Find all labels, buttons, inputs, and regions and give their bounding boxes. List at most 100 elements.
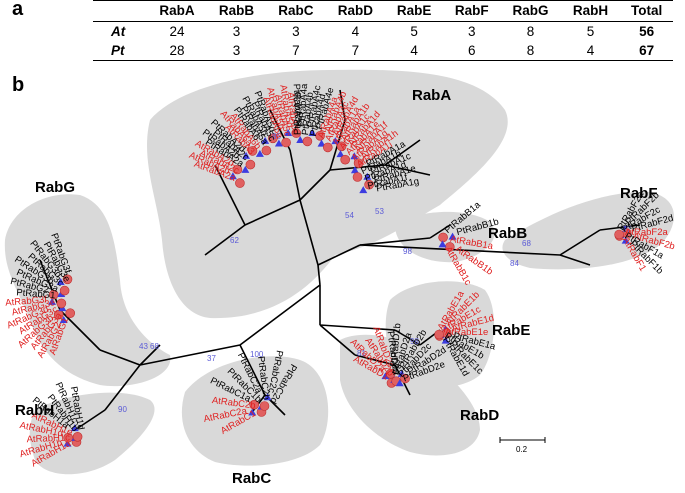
- rab-count-table: RabA RabB RabC RabD RabE RabF RabG RabH …: [93, 0, 673, 61]
- bootstrap-value: 68: [522, 239, 531, 248]
- clade-name-rabb: RabB: [488, 225, 527, 242]
- duplication-triangle-marker: [255, 149, 264, 157]
- table-cell: 3: [206, 41, 267, 61]
- clade-name-rabe: RabE: [492, 322, 530, 339]
- table-header-cell: RabA: [147, 0, 207, 22]
- leaf-label: AtRabF2a: [625, 227, 668, 238]
- table-header-row: RabA RabB RabC RabD RabE RabF RabG RabH …: [93, 0, 673, 22]
- gene-circle-marker: [434, 329, 444, 340]
- duplication-triangle-marker: [381, 372, 390, 380]
- gene-circle-marker: [302, 136, 313, 147]
- table-row: Pt 28 3 7 7 4 6 8 4 67: [93, 41, 673, 61]
- scale-bar: 0.2: [499, 437, 546, 454]
- bootstrap-value: 43: [139, 342, 148, 351]
- bootstrap-value: 54: [345, 211, 354, 220]
- table-header-cell: RabE: [385, 0, 444, 22]
- gene-circle-marker: [336, 141, 347, 152]
- gene-circle-marker: [364, 179, 374, 190]
- table-cell: 3: [232, 24, 241, 39]
- gene-circle-marker: [48, 289, 59, 300]
- duplication-triangle-marker: [263, 393, 272, 401]
- bootstrap-value: 62: [230, 236, 239, 245]
- gene-circle-marker: [245, 159, 256, 170]
- panel-a-label: a: [12, 0, 24, 20]
- table-cell: 4: [385, 41, 444, 61]
- table-header-cell: RabF: [443, 0, 501, 22]
- gene-circle-marker: [56, 298, 67, 309]
- duplication-triangle-marker: [350, 166, 359, 174]
- duplication-triangle-marker: [441, 336, 450, 344]
- clade-blob-rabd: [340, 334, 480, 456]
- clade-name-raba: RabA: [412, 87, 451, 104]
- gene-circle-marker: [352, 172, 363, 182]
- duplication-triangle-marker: [331, 137, 340, 145]
- table-header-cell: RabC: [266, 0, 326, 22]
- gene-circle-marker: [291, 128, 302, 138]
- gene-circle-marker: [315, 131, 325, 141]
- duplication-triangle-marker: [284, 128, 293, 136]
- duplication-triangle-marker: [241, 165, 250, 173]
- duplication-triangle-marker: [48, 297, 57, 305]
- clade-blob-rabf: [502, 191, 674, 270]
- gene-circle-marker: [259, 401, 270, 411]
- table-cell: 7: [325, 41, 386, 61]
- duplication-triangle-marker: [448, 232, 457, 240]
- node-markers: [48, 128, 632, 447]
- table-row: At 24 3 3 4 5 3 8 5 56: [93, 22, 673, 42]
- duplication-triangle-marker: [363, 172, 372, 180]
- clade-name-rabh: RabH: [15, 402, 54, 419]
- table-header-cell: RabH: [560, 0, 621, 22]
- duplication-triangle-marker: [296, 136, 305, 144]
- leaf-label: PtRabA4b: [300, 92, 316, 136]
- leaf-label: PtRabG1: [16, 287, 56, 301]
- table-header-cell: RabB: [206, 0, 267, 22]
- total-cell: 67: [620, 41, 673, 61]
- bootstrap-value: 81: [357, 349, 366, 358]
- bootstrap-value: 98: [403, 247, 412, 256]
- leaf-label: AtRabG3f: [5, 294, 48, 308]
- bootstrap-labels: 37 62 85 54 53 98 84 68 97 98 81 43 68 9…: [118, 132, 631, 414]
- duplication-triangle-marker: [70, 424, 79, 432]
- gene-circle-marker: [65, 308, 75, 319]
- bootstrap-value: 53: [375, 207, 384, 216]
- gene-circle-marker: [385, 368, 396, 379]
- gene-circle-marker: [63, 432, 73, 443]
- gene-circle-marker: [232, 164, 243, 175]
- duplication-triangle-marker: [438, 240, 447, 248]
- duplication-triangle-marker: [274, 139, 283, 147]
- duplication-triangle-marker: [242, 151, 251, 159]
- clade-blob-rabc: [181, 356, 329, 466]
- bootstrap-value: 90: [118, 405, 127, 414]
- gene-circle-marker: [53, 309, 64, 320]
- gene-circle-marker: [268, 133, 278, 144]
- table-header-cell: RabD: [325, 0, 386, 22]
- leaf-label: PtRabA3a: [291, 83, 304, 128]
- duplication-triangle-marker: [317, 139, 326, 147]
- gene-circle-marker: [353, 158, 364, 168]
- duplication-triangle-marker: [56, 278, 65, 286]
- clade-blob-rabh: [29, 392, 155, 475]
- table-cell: 8: [500, 41, 561, 61]
- branch-rabf: [359, 224, 641, 266]
- table-header-cell: RabG: [500, 0, 561, 22]
- table-cell: 4: [560, 41, 621, 61]
- clade-name-rabc: RabC: [232, 470, 271, 487]
- clade-name-rabd: RabD: [460, 407, 499, 424]
- bootstrap-value: 68: [150, 342, 159, 351]
- bootstrap-value: 84: [510, 259, 519, 268]
- bootstrap-value: 37: [207, 354, 216, 363]
- gene-circle-marker: [400, 373, 410, 384]
- leaf-labels: AtRabA2aAtRabA2bAtRabA2cAtRabA2dPtRabA2a…: [5, 83, 676, 470]
- branch-rabb: [317, 224, 451, 266]
- species-cell: Pt: [93, 41, 148, 61]
- leaf-label: AtRabA5e: [285, 91, 301, 135]
- table-cell: 28: [147, 41, 207, 61]
- duplication-triangle-marker: [248, 408, 257, 416]
- duplication-triangle-marker: [336, 150, 345, 158]
- leaf-label: PtRabD1b: [389, 323, 404, 368]
- clade-blob-rabg: [4, 194, 171, 387]
- gene-circle-marker: [261, 145, 272, 156]
- gene-circle-marker: [340, 154, 351, 165]
- table-cell: 6: [443, 41, 501, 61]
